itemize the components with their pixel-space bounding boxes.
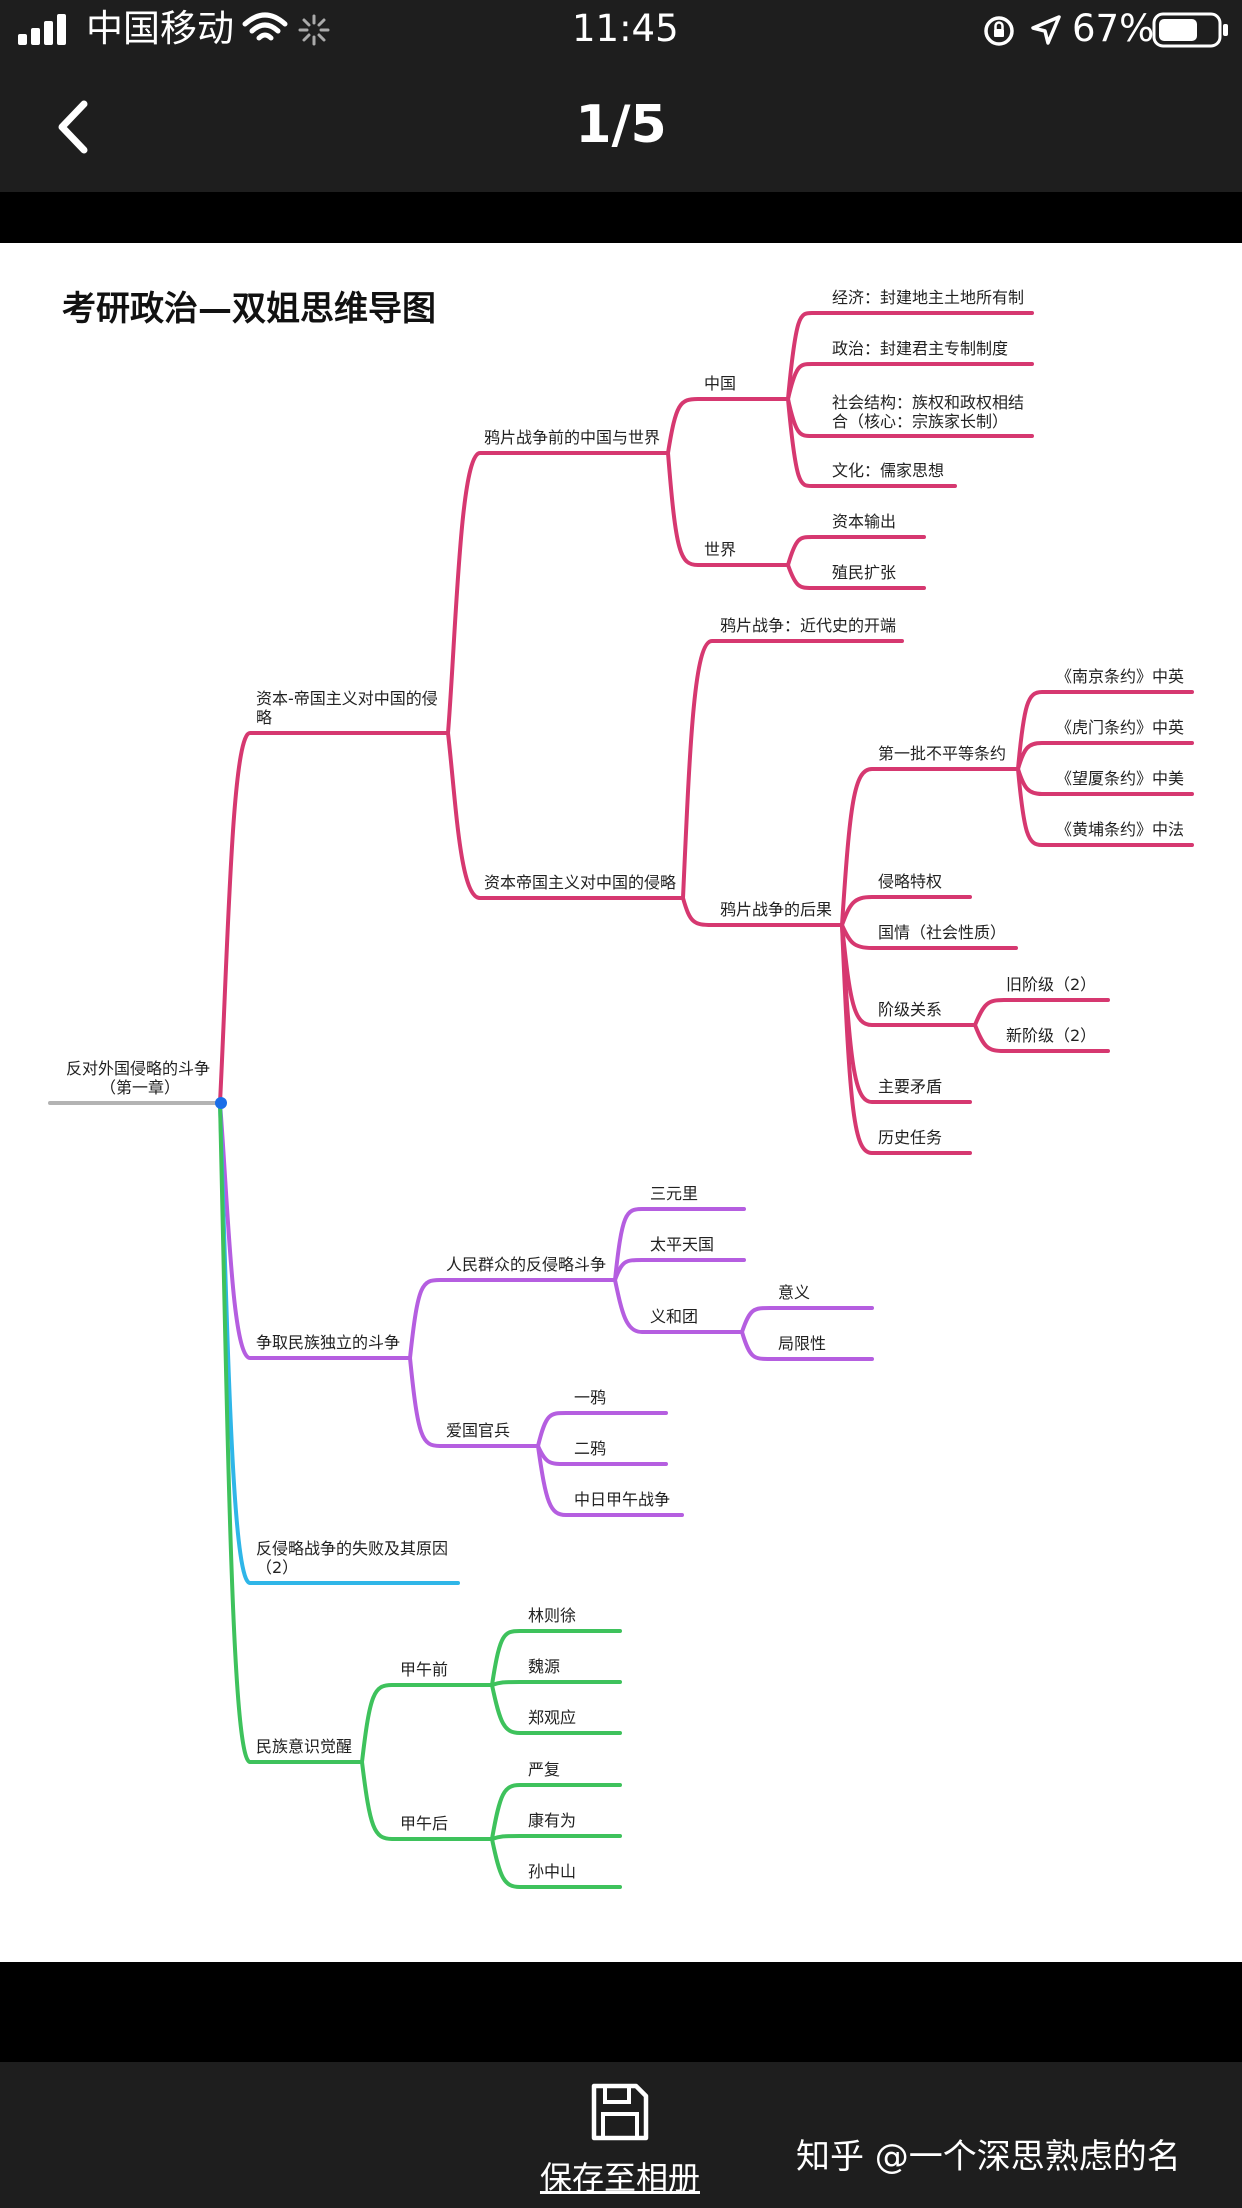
n2a-label: 人民群众的反侵略斗争	[446, 1255, 606, 1274]
branch-n1b	[446, 731, 685, 900]
n1a-label: 鸦片战争前的中国与世界	[484, 428, 660, 447]
boxer-limitation: 局限性	[778, 1334, 826, 1353]
n4b-yan: 严复	[528, 1760, 560, 1779]
n1b-treaties: 第一批不平等条约	[878, 744, 1006, 763]
n2b-opium1: 一鸦	[574, 1388, 606, 1407]
boxer-meaning: 意义	[778, 1283, 810, 1302]
n1-label-2: 略	[256, 708, 272, 727]
floppy-disk-icon	[591, 2083, 649, 2141]
branch-n1	[218, 731, 450, 1105]
root-label: 反对外国侵略的斗争	[66, 1059, 210, 1078]
n1a-world-label: 世界	[704, 540, 736, 559]
n1b-start: 鸦片战争：近代史的开端	[720, 616, 896, 635]
n1a-china-economy: 经济：封建地主土地所有制	[832, 288, 1024, 307]
branch-n1a	[446, 451, 670, 735]
n2b-label: 爱国官兵	[446, 1421, 510, 1440]
class-new: 新阶级（2）	[1006, 1026, 1096, 1045]
save-to-album-button[interactable]: 保存至相册	[520, 2076, 720, 2202]
page-indicator: 1/5	[575, 95, 667, 155]
photo-viewer-image[interactable]: 考研政治—双姐思维导图 反对外国侵略的斗争 （第一章） 资本-帝国主义对中国的侵…	[0, 243, 1242, 1962]
watermark-text: 知乎 @一个深思熟虑的名	[796, 2137, 1181, 2177]
n4b-kang: 康有为	[528, 1811, 576, 1830]
treaty-humen: 《虎门条约》中英	[1056, 718, 1184, 737]
n1a-china-culture: 文化：儒家思想	[832, 461, 944, 480]
n2a-boxer: 义和团	[650, 1307, 698, 1326]
n4a-lin: 林则徐	[528, 1606, 576, 1625]
n1a-world-capital: 资本输出	[832, 512, 896, 531]
location-icon	[1031, 15, 1061, 45]
n1b-contradiction: 主要矛盾	[878, 1077, 942, 1096]
root-sub-label: （第一章）	[100, 1078, 180, 1097]
n1a-china-label: 中国	[704, 374, 736, 393]
n2a-taiping: 太平天国	[650, 1235, 714, 1254]
carrier-name: 中国移动	[86, 7, 234, 50]
n2a-sanyuanli: 三元里	[650, 1184, 698, 1203]
class-old: 旧阶级（2）	[1006, 975, 1096, 994]
clock: 11:45	[572, 7, 679, 50]
n4a-wei: 魏源	[528, 1657, 560, 1676]
n4a-zheng: 郑观应	[528, 1708, 576, 1727]
battery-icon	[1152, 12, 1228, 48]
loading-icon	[298, 14, 330, 46]
battery-percent: 67%	[1072, 7, 1155, 50]
n1a-world-colonial: 殖民扩张	[832, 563, 896, 582]
n1a-china-social-1: 社会结构：族权和政权相结	[832, 393, 1024, 412]
n1b-task: 历史任务	[878, 1128, 942, 1147]
back-button[interactable]	[40, 92, 110, 162]
n1a-china-social-2: 合（核心：宗族家长制）	[832, 412, 1008, 431]
branch-n2	[218, 1101, 412, 1360]
n4b-sun: 孙中山	[528, 1862, 576, 1881]
n1b-privilege: 侵略特权	[878, 872, 942, 891]
treaty-nanjing: 《南京条约》中英	[1056, 667, 1184, 686]
n4-label: 民族意识觉醒	[256, 1737, 352, 1756]
n2b-opium2: 二鸦	[574, 1439, 606, 1458]
chevron-left-icon	[58, 100, 88, 154]
wifi-icon	[242, 12, 288, 41]
n4b-label: 甲午后	[400, 1814, 448, 1833]
save-to-album-label: 保存至相册	[539, 2159, 700, 2197]
n2-label: 争取民族独立的斗争	[256, 1333, 400, 1352]
status-bar: 中国移动 11:45 67%	[0, 0, 1242, 58]
n1b-label: 资本帝国主义对中国的侵略	[484, 873, 676, 892]
navigation-bar: 1/5	[0, 58, 1242, 192]
root-node-dot	[215, 1097, 227, 1109]
mindmap-title: 考研政治—双姐思维导图	[62, 289, 436, 329]
bottom-toolbar: 保存至相册 知乎 @一个深思熟虑的名	[0, 2062, 1242, 2208]
n1b-situation: 国情（社会性质）	[878, 923, 1006, 942]
orientation-lock-icon	[984, 16, 1014, 46]
branch-n4	[218, 1101, 364, 1764]
n2b-sino-japanese: 中日甲午战争	[574, 1490, 670, 1509]
treaty-wangxia: 《望厦条约》中美	[1056, 769, 1184, 788]
signal-icon	[18, 14, 66, 45]
n1-label: 资本-帝国主义对中国的侵	[256, 689, 438, 708]
treaty-huangpu: 《黄埔条约》中法	[1056, 820, 1184, 839]
n1a-china-politics: 政治：封建君主专制制度	[832, 339, 1008, 358]
n3-label-2: （2）	[256, 1558, 298, 1577]
mind-map: 考研政治—双姐思维导图 反对外国侵略的斗争 （第一章） 资本-帝国主义对中国的侵…	[48, 288, 1194, 1889]
n4a-label: 甲午前	[400, 1660, 448, 1679]
n1b-result: 鸦片战争的后果	[720, 900, 832, 919]
n3-label: 反侵略战争的失败及其原因	[256, 1539, 448, 1558]
n1b-class: 阶级关系	[878, 1000, 942, 1019]
